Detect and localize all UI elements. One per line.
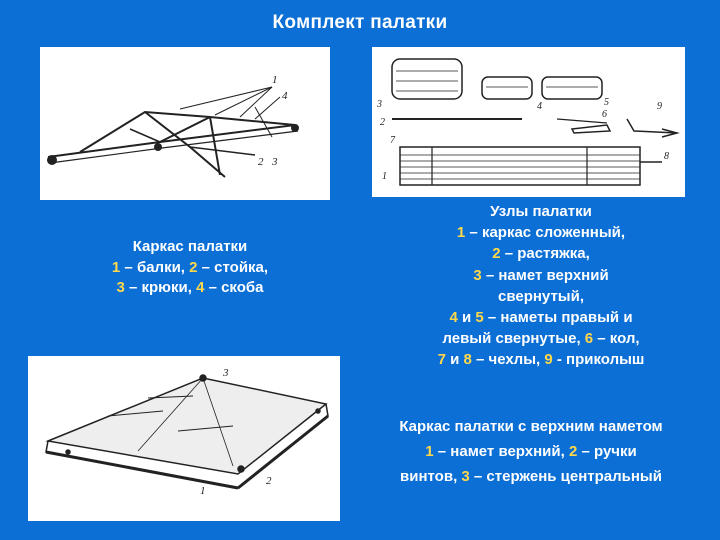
tent-caption: Каркас палатки с верхним наметом 1 – нам… — [350, 414, 712, 489]
nodes-label-7: 7 — [390, 135, 396, 146]
nodes-label-3: 3 — [376, 99, 382, 110]
tent-caption-line-2: 1 – намет верхний, 2 – ручки — [425, 443, 637, 460]
frame-label-4: 4 — [282, 90, 288, 102]
nodes-caption-line-8: 7 и 8 – чехлы, 9 - приколыш — [437, 351, 645, 369]
tent-label-2: 2 — [266, 475, 272, 487]
nodes-caption-line-2: 1 – каркас сложенный, — [456, 224, 626, 242]
frame-caption: Каркас палатки 1 – балки, 2 – стойка, 3 … — [40, 237, 340, 299]
tent-frame-figure: 1 4 2 3 — [40, 47, 330, 200]
tent-caption-line-3: винтов, 3 – стержень центральный — [400, 468, 662, 485]
tent-label-3: 3 — [222, 367, 229, 379]
nodes-caption-line-3: 2 – растяжка, — [492, 245, 590, 263]
nodes-caption-line-6: 4 и 5 – наметы правый и — [449, 309, 633, 327]
nodes-label-9: 9 — [657, 101, 662, 112]
frame-caption-line-3: 3 – крюки, 4 – скоба — [116, 279, 264, 296]
frame-caption-line-2: 1 – балки, 2 – стойка, — [111, 258, 269, 276]
nodes-label-4: 4 — [537, 101, 542, 112]
nodes-label-6: 6 — [602, 109, 607, 120]
page-title: Комплект палатки — [272, 12, 448, 33]
tent-caption-title: Каркас палатки с верхним наметом — [399, 418, 663, 435]
nodes-label-2: 2 — [380, 117, 385, 128]
frame-label-2: 2 — [258, 156, 264, 168]
nodes-label-1: 1 — [382, 171, 387, 182]
nodes-caption-line-5: свернутый, — [497, 287, 584, 305]
frame-caption-title: Каркас палатки — [132, 238, 248, 255]
frame-label-1: 1 — [272, 74, 278, 86]
nodes-caption-line-4: 3 – намет верхний — [473, 266, 609, 284]
frame-label-3: 3 — [271, 156, 278, 168]
nodes-caption-title: Узлы палатки — [490, 203, 592, 220]
nodes-label-8: 8 — [664, 151, 669, 162]
nodes-caption-line-7: левый свернутые, 6 – кол, — [442, 330, 640, 348]
tent-nodes-figure: 3 2 7 1 4 5 6 9 8 — [372, 47, 685, 197]
nodes-caption: Узлы палатки 1 – каркас сложенный, 2 – р… — [382, 201, 700, 371]
tent-label-1: 1 — [200, 485, 206, 497]
tent-frame-drawing: 1 4 2 3 — [47, 74, 299, 178]
tent-cover-drawing: 3 2 1 — [45, 367, 329, 497]
tent-nodes-drawing: 3 2 7 1 4 5 6 9 8 — [376, 58, 680, 186]
tent-cover-figure: 3 2 1 — [28, 356, 340, 521]
nodes-label-5: 5 — [604, 97, 609, 108]
